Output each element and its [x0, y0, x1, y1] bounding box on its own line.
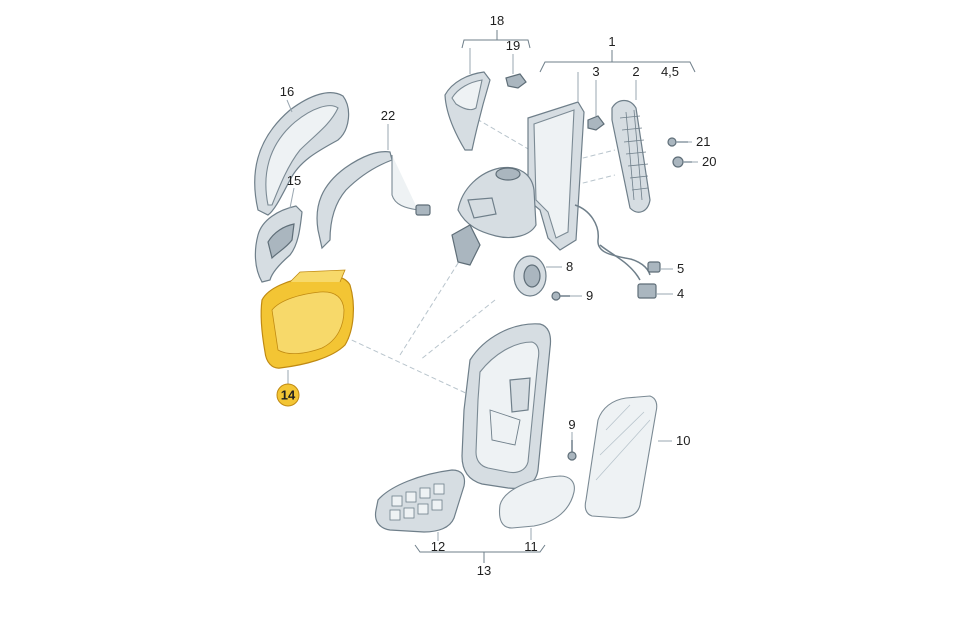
part-15-bracket — [254, 205, 303, 283]
leader-lines — [286, 48, 698, 541]
callout-14: 14 — [281, 388, 296, 403]
part-9-screw-lower — [567, 440, 577, 461]
part-18-cover — [444, 71, 491, 151]
part-19-clip — [505, 73, 527, 89]
part-3-clip — [587, 115, 605, 131]
part-22-indicator-strip — [316, 151, 431, 250]
callout-5: 5 — [677, 261, 684, 276]
part-14-housing-shell — [260, 269, 355, 369]
callout-20: 20 — [702, 154, 716, 169]
callout-14-badge: 14 — [276, 383, 300, 407]
callout-22: 22 — [381, 108, 395, 123]
callout-15: 15 — [287, 173, 301, 188]
callout-21: 21 — [696, 134, 710, 149]
part-13-mirror-frame — [461, 323, 552, 489]
callout-12: 12 — [431, 539, 445, 554]
callout-8: 8 — [566, 259, 573, 274]
part-16-mirror-cap — [254, 92, 350, 216]
callout-19: 19 — [506, 38, 520, 53]
part-11-wide-angle-glass — [498, 475, 575, 529]
callout-3: 3 — [592, 64, 599, 79]
callout-4-5: 4,5 — [661, 64, 679, 79]
part-10-mirror-glass — [584, 395, 658, 519]
callout-10: 10 — [676, 433, 690, 448]
callout-brackets — [414, 30, 696, 563]
assembly-guide-lines — [329, 114, 616, 396]
callout-13: 13 — [477, 563, 491, 578]
callout-9-upper: 9 — [586, 288, 593, 303]
part-8-adjuster-disc — [513, 255, 547, 297]
callout-11: 11 — [524, 539, 538, 554]
callout-18: 18 — [490, 13, 504, 28]
part-4-5-wiring-harness — [574, 204, 661, 299]
callout-labels: 18 19 1 3 2 4,5 16 22 21 20 15 8 5 9 4 9… — [280, 13, 717, 578]
callout-16: 16 — [280, 84, 294, 99]
callout-1: 1 — [608, 34, 615, 49]
callout-2: 2 — [632, 64, 639, 79]
part-12-grille — [374, 469, 466, 533]
callout-9-lower: 9 — [568, 417, 575, 432]
part-2-heating-plate — [611, 99, 651, 213]
part-1-mirror-base-assembly — [451, 101, 585, 266]
callout-4: 4 — [677, 286, 684, 301]
part-9-screw-upper — [551, 291, 570, 301]
